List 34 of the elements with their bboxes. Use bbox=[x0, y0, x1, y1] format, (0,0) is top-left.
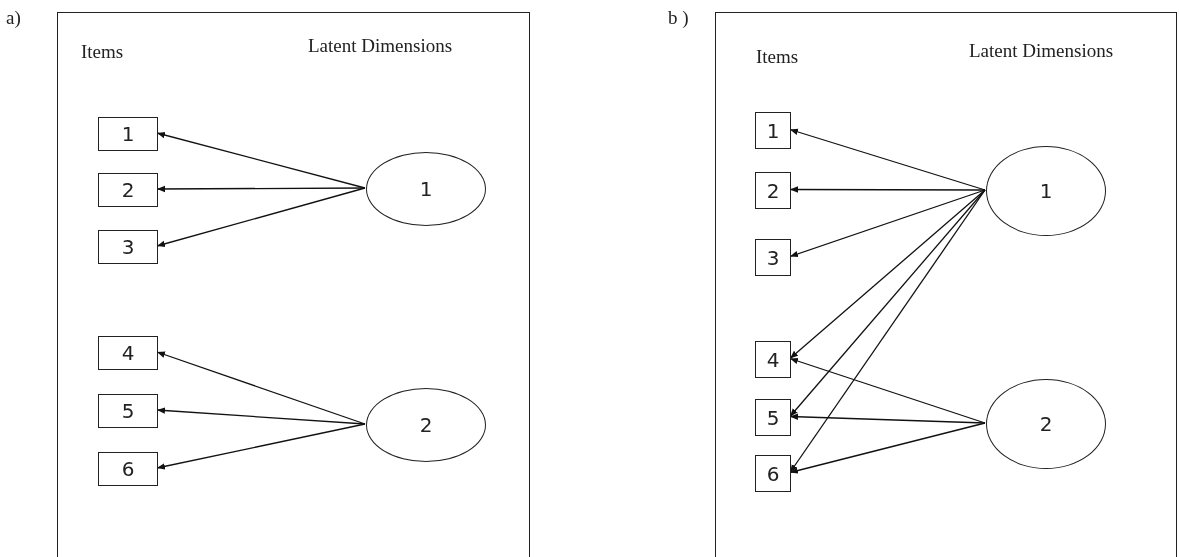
arrow bbox=[789, 189, 986, 258]
item-box: 3 bbox=[755, 239, 791, 276]
arrow bbox=[156, 351, 366, 425]
item-box: 1 bbox=[98, 117, 158, 151]
arrow bbox=[156, 185, 366, 193]
panel-label: a) bbox=[6, 7, 21, 29]
arrow bbox=[789, 189, 986, 474]
latent-ellipse: 1 bbox=[986, 146, 1106, 236]
arrow bbox=[789, 413, 986, 424]
column-header: Latent Dimensions bbox=[969, 40, 1114, 62]
arrow bbox=[789, 189, 986, 360]
arrow bbox=[789, 357, 986, 424]
item-box: 1 bbox=[755, 112, 791, 149]
arrow bbox=[156, 407, 366, 425]
panel-label: b ) bbox=[668, 7, 689, 29]
item-box: 2 bbox=[755, 172, 791, 209]
latent-ellipse: 2 bbox=[366, 388, 486, 462]
arrow bbox=[789, 186, 986, 193]
item-box: 3 bbox=[98, 230, 158, 264]
item-box: 4 bbox=[755, 341, 791, 378]
item-box: 6 bbox=[98, 452, 158, 486]
item-box: 5 bbox=[98, 394, 158, 428]
latent-ellipse: 2 bbox=[986, 379, 1106, 469]
item-box: 6 bbox=[755, 455, 791, 492]
column-header: Items bbox=[81, 41, 124, 63]
item-box: 4 bbox=[98, 336, 158, 370]
item-box: 2 bbox=[98, 173, 158, 207]
item-box: 5 bbox=[755, 399, 791, 436]
arrow bbox=[156, 423, 366, 470]
arrow bbox=[156, 187, 366, 247]
latent-ellipse: 1 bbox=[366, 152, 486, 226]
column-header: Latent Dimensions bbox=[308, 35, 453, 57]
arrow bbox=[789, 422, 986, 474]
column-header: Items bbox=[756, 46, 799, 68]
